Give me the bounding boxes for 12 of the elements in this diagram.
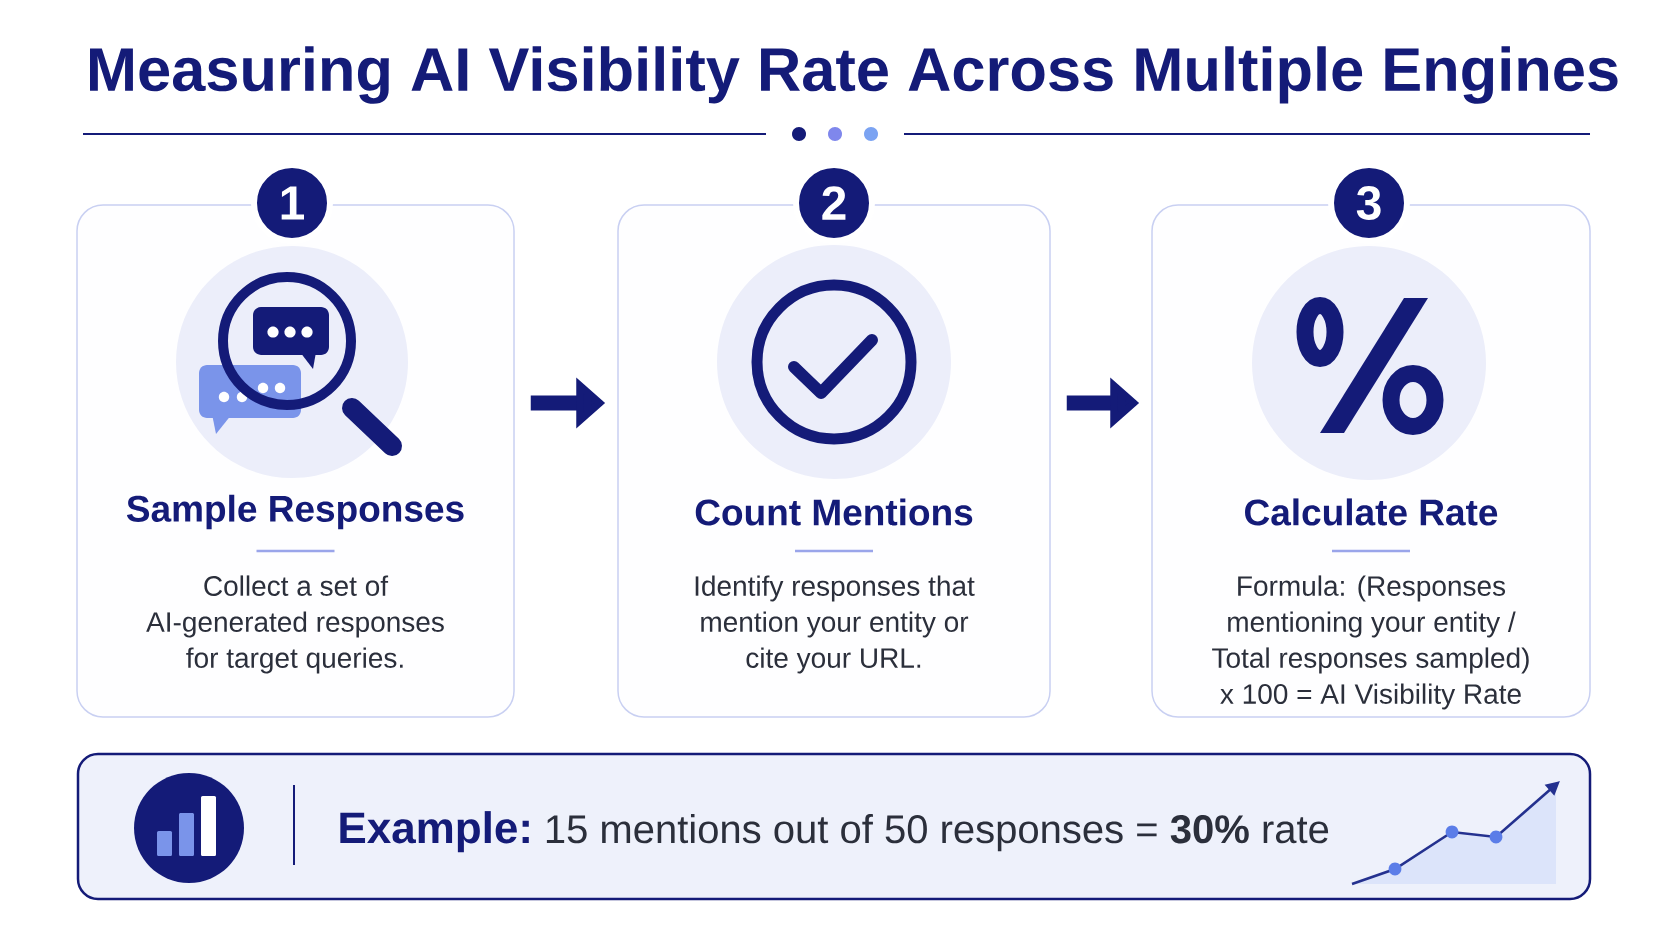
example-text: 15 mentions out of 50 responses = 30% rate — [546, 814, 1329, 852]
card-heading: Calculate Rate — [1245, 498, 1498, 526]
card-text: Identify responses that mention your entity or cite your URL. — [695, 575, 975, 674]
card-heading: Count Mentions — [695, 498, 973, 526]
number-badge: 2 — [793, 162, 875, 244]
number-badge: 1 — [251, 162, 333, 244]
card-text: Formula: (Responses mentioning your entity / Total responses sampled) x 100 = AI Visibility Rate — [1212, 575, 1529, 710]
number-badge: 3 — [1328, 162, 1410, 244]
card-text: Collect a set of AI-generated responses for target queries. — [146, 575, 444, 674]
card-heading: Sample Responses — [126, 494, 464, 530]
example-label: Example: — [340, 811, 529, 853]
title: Measuring AI Visibility Rate Across Multiple Engines — [90, 46, 1618, 104]
